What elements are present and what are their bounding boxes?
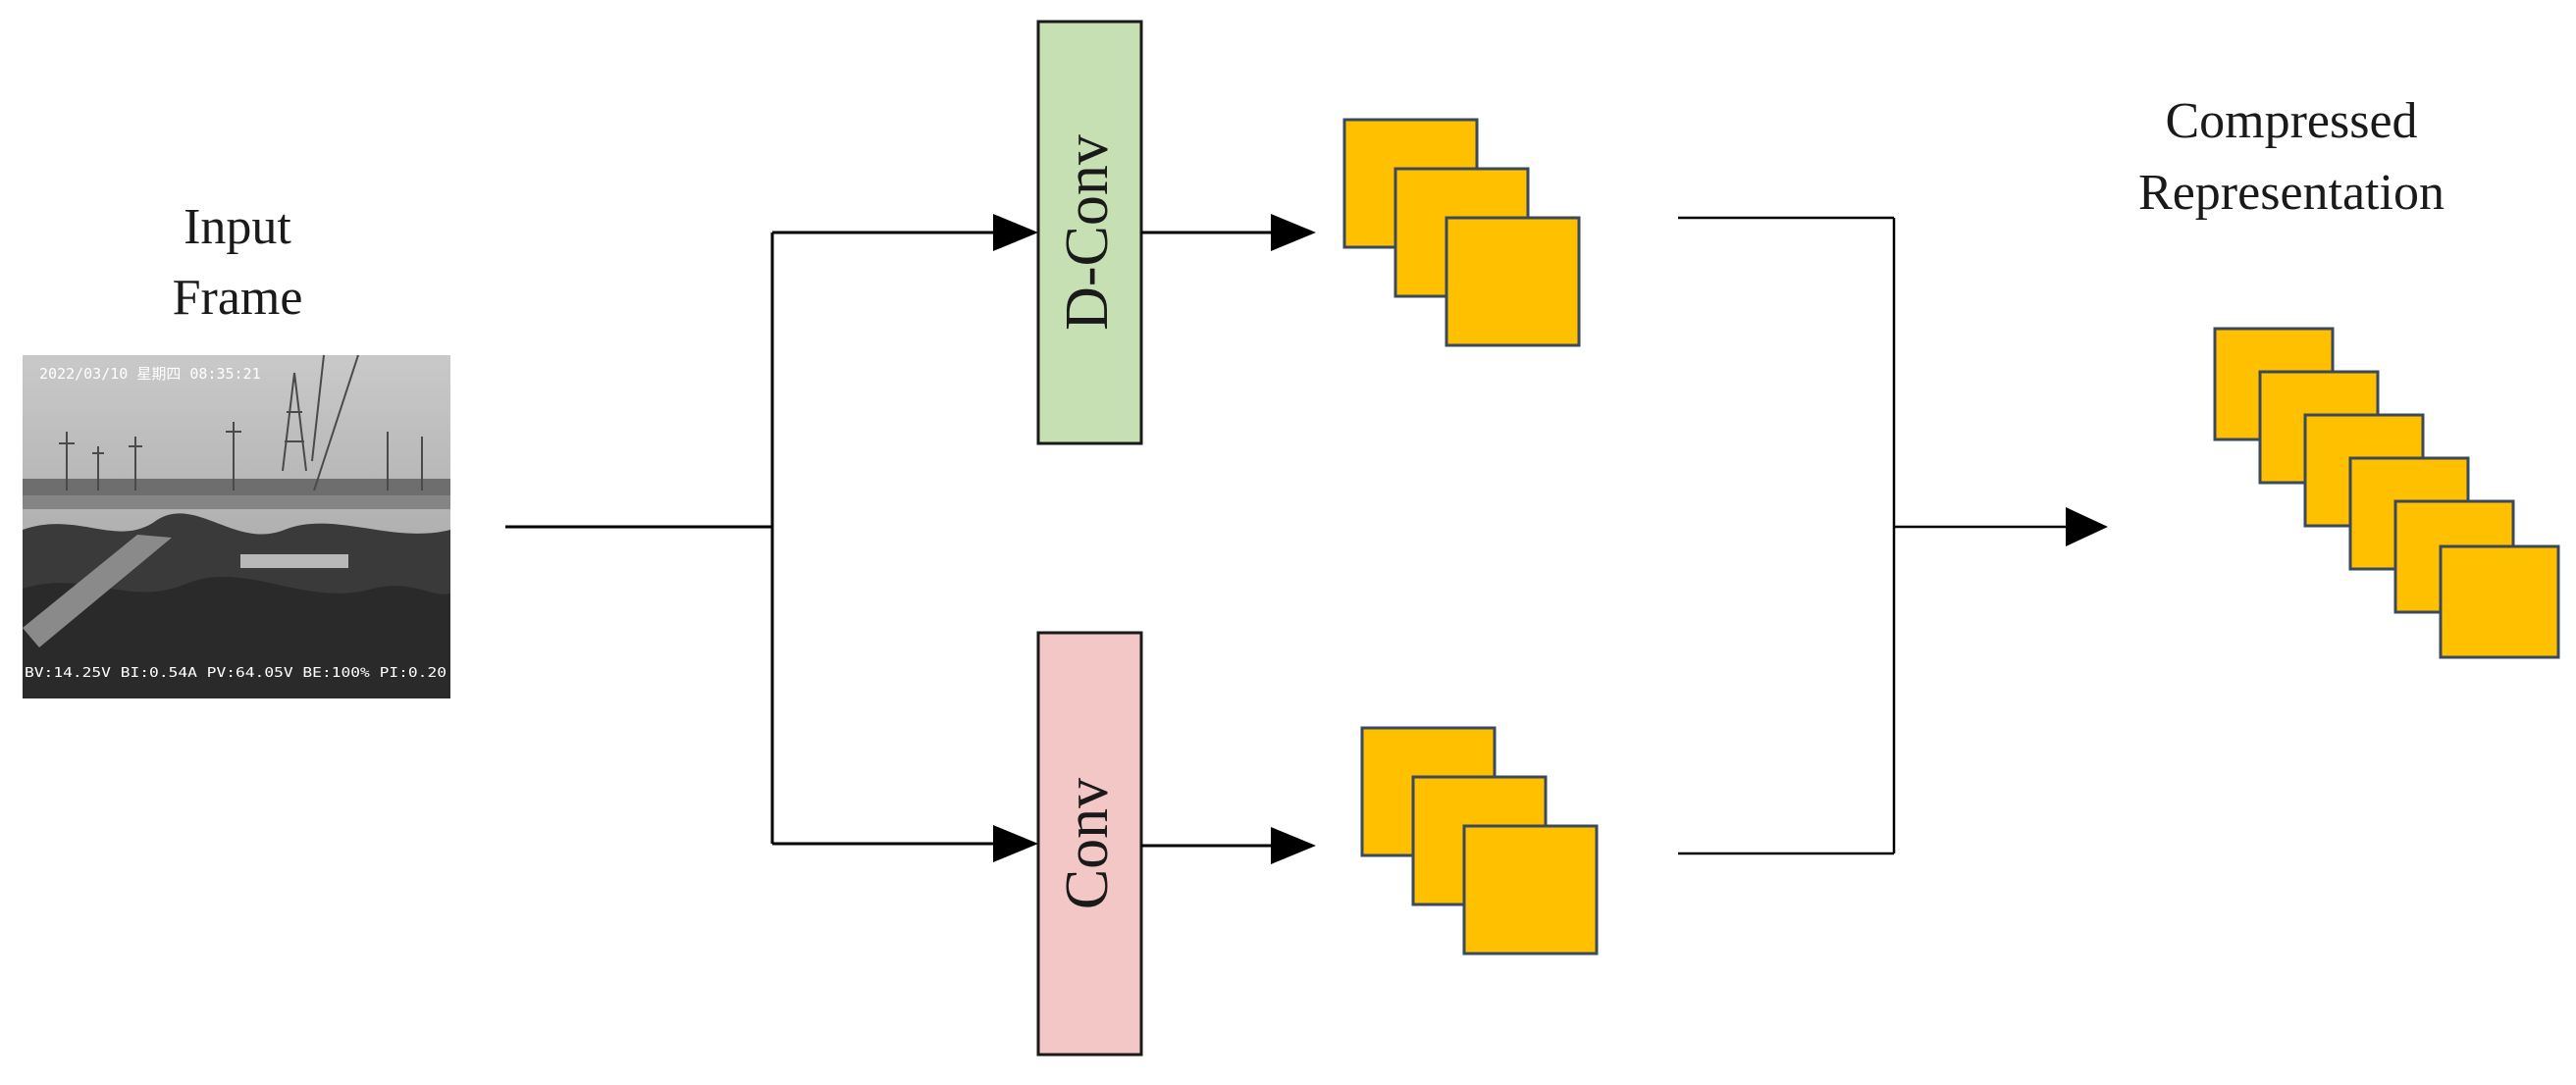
photo-timestamp: 2022/03/10 星期四 08:35:21 bbox=[39, 365, 261, 383]
conv-feature-maps bbox=[1360, 726, 1599, 956]
arrow-to-dconv-features bbox=[1271, 214, 1316, 251]
output-label-line2: Representation bbox=[2138, 165, 2445, 221]
dconv-feature-maps bbox=[1342, 118, 1581, 347]
photo-footer: BV:14.25V BI:0.54A PV:64.05V BE:100% PI:… bbox=[25, 666, 447, 681]
compressed-representation-stack bbox=[2213, 327, 2560, 659]
arrow-to-output bbox=[2066, 507, 2108, 546]
split-connector bbox=[505, 231, 993, 846]
arrow-to-conv-features bbox=[1271, 827, 1316, 864]
compressed-map bbox=[2439, 544, 2560, 659]
input-frame-image: 2022/03/10 星期四 08:35:21 BV:14.25V BI:0.5… bbox=[23, 354, 450, 698]
conv-block: Conv bbox=[1036, 631, 1143, 1057]
output-label-line1: Compressed bbox=[2165, 93, 2417, 149]
feature-map bbox=[1445, 216, 1581, 347]
arrow-to-conv bbox=[993, 825, 1038, 862]
arrow-to-dconv bbox=[993, 214, 1038, 251]
conv-label: Conv bbox=[1054, 778, 1121, 909]
feature-map bbox=[1462, 824, 1599, 956]
input-label-line2: Frame bbox=[173, 270, 303, 326]
dconv-block: D-Conv bbox=[1036, 20, 1143, 445]
merge-connector bbox=[1678, 216, 2066, 855]
dconv-label: D-Conv bbox=[1054, 134, 1121, 331]
input-label-line1: Input bbox=[184, 199, 291, 255]
